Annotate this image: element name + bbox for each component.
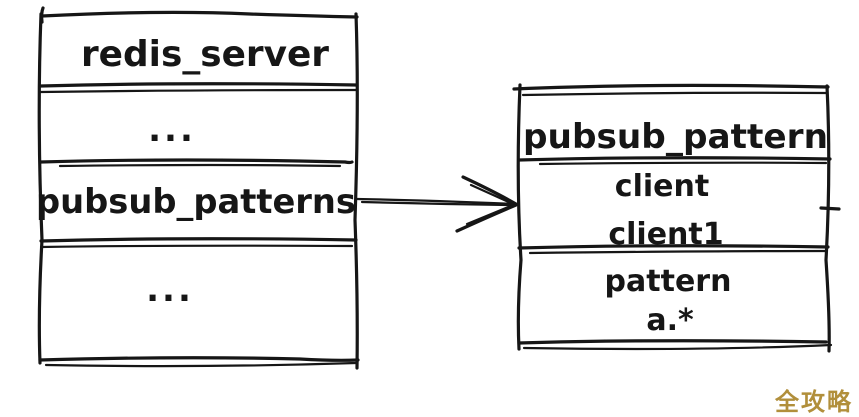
stray-tick-mark [819, 206, 841, 211]
right-table: pubsub_pattern client client1 pattern a.… [512, 83, 841, 353]
arrow-shaft [355, 197, 518, 206]
right-cell-pattern-key: pattern [605, 264, 732, 299]
right-table-border [512, 83, 833, 353]
left-row-ellipsis-top: ... [148, 110, 196, 150]
right-cell-client-key: client [615, 169, 709, 204]
left-table: redis_server ... pubsub_patterns ... [36, 6, 360, 370]
watermark: 全攻略 [774, 388, 853, 416]
arrowhead-icon [455, 175, 518, 233]
right-cell-pattern-value: a.* [646, 303, 694, 338]
right-cell-client-value: client1 [608, 217, 723, 252]
left-row-ellipsis-bottom: ... [146, 270, 194, 310]
left-row-pubsub-patterns: pubsub_patterns [36, 182, 356, 222]
left-table-dividers [39, 82, 358, 249]
left-table-title: redis_server [81, 34, 329, 75]
right-table-dividers [517, 156, 832, 255]
arrow [355, 175, 518, 233]
left-table-border [37, 6, 360, 370]
right-table-title: pubsub_pattern [523, 117, 828, 157]
arrow-shaft-overdraw [360, 200, 512, 207]
